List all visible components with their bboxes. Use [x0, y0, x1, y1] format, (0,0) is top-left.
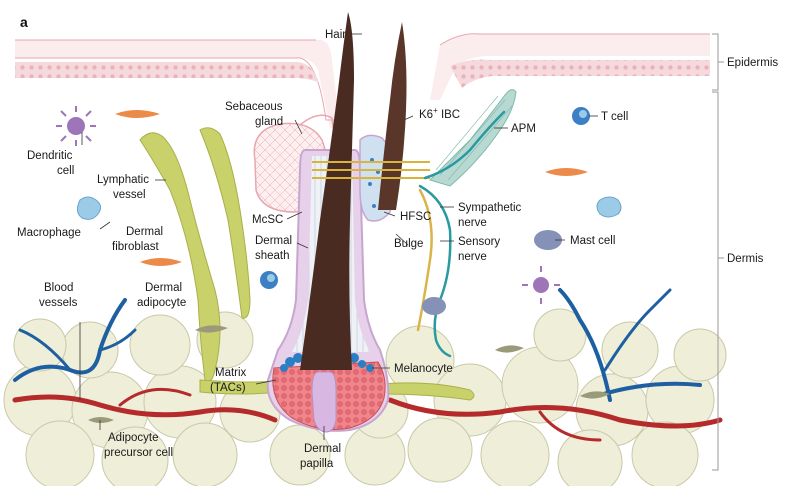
label-sympathetic-2: nerve [458, 217, 487, 229]
label-melanocyte: Melanocyte [394, 363, 453, 375]
label-dendritic-1: Dendritic [27, 150, 73, 162]
label-epidermis: Epidermis [727, 57, 778, 69]
label-matrix-2: (TACs) [210, 382, 246, 394]
blood-vessels [12, 288, 723, 442]
label-lymphatic-1: Lymphatic [97, 174, 149, 186]
label-blood-2: vessels [39, 297, 78, 309]
lymphatic-vessel [139, 127, 475, 401]
label-hfsc: HFSC [400, 211, 431, 223]
t-cell-2 [260, 271, 278, 289]
label-mast-cell: Mast cell [570, 235, 615, 247]
label-dermal-papilla-1: Dermal [304, 443, 341, 455]
dendritic-cell [56, 106, 96, 146]
label-dermal-sheath-2: sheath [255, 250, 290, 262]
label-dermal-sheath-1: Dermal [255, 235, 292, 247]
label-bulge: Bulge [394, 238, 423, 250]
apm-muscle [429, 89, 517, 187]
label-dermal-adipocyte-1: Dermal [145, 282, 182, 294]
layer-brackets [712, 33, 724, 471]
label-k6-ibc: K6+ IBC [419, 106, 460, 121]
label-sympathetic-1: Sympathetic [458, 202, 522, 214]
label-sebaceous-2: gland [255, 116, 283, 128]
label-sensory-1: Sensory [458, 236, 500, 248]
label-dermal-fibroblast-2: fibroblast [112, 241, 159, 253]
t-cell [572, 107, 590, 125]
nerve-collar [312, 161, 430, 179]
macrophage-cell [76, 196, 102, 220]
label-blood-1: Blood [44, 282, 73, 294]
label-dermal-papilla-2: papilla [300, 458, 334, 470]
label-apm: APM [511, 123, 536, 135]
label-dermal-adipocyte-2: adipocyte [137, 297, 186, 309]
label-lymphatic-2: vessel [113, 189, 146, 201]
label-hair: Hair [325, 29, 346, 41]
adipocyte-precursor-cells [88, 325, 610, 423]
leader-lines [79, 33, 598, 440]
label-adipocyte-precursor-2: precursor cell [104, 447, 173, 459]
epidermis-layer [15, 33, 710, 128]
label-mcsc: McSC [252, 214, 283, 226]
dendritic-cell-2 [522, 266, 560, 304]
label-t-cell: T cell [601, 111, 628, 123]
panel-label: a [20, 14, 28, 30]
label-adipocyte-precursor-1: Adipocyte [108, 432, 159, 444]
label-macrophage: Macrophage [17, 227, 81, 239]
label-dendritic-2: cell [57, 165, 74, 177]
label-sensory-2: nerve [458, 251, 487, 263]
mast-cells [422, 230, 562, 315]
label-matrix-1: Matrix [215, 367, 247, 379]
label-dermal-fibroblast-1: Dermal [126, 226, 163, 238]
label-sebaceous-1: Sebaceous [225, 101, 283, 113]
label-dermis: Dermis [727, 253, 764, 265]
fibroblast-cells [115, 110, 588, 266]
macrophage-cell-2 [596, 196, 622, 218]
